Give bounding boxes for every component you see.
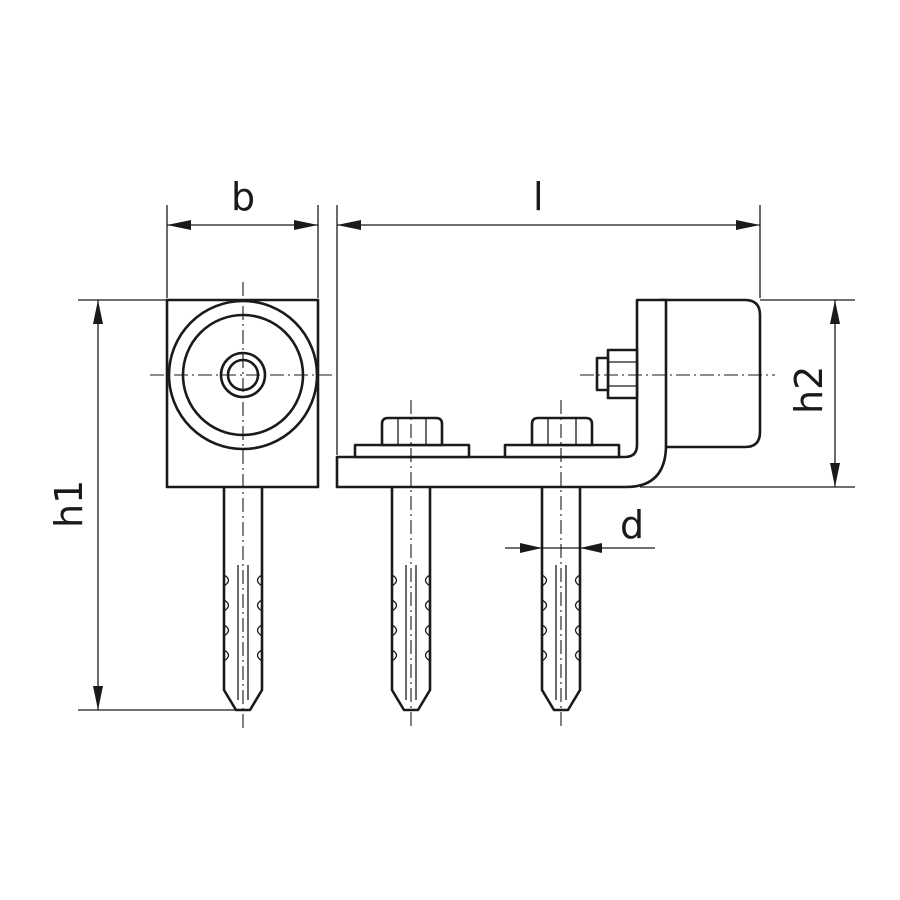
dimension-b-label: b [231,175,255,219]
dimension-d: d [505,503,655,553]
l-bracket [335,298,668,489]
dimensions: b l h1 h2 [47,175,855,711]
dimension-d-label: d [620,503,644,547]
dimension-b: b [166,175,319,298]
front-view-anchor-1 [390,485,432,712]
dimension-h1: h1 [47,299,236,711]
wheel-body [658,298,762,449]
bolt-1 [353,416,471,459]
dimension-h2-label: h2 [787,366,831,414]
front-view [335,298,775,730]
dimension-h2: h2 [640,299,855,488]
dimension-h1-label: h1 [47,480,91,528]
side-view [150,282,335,730]
dimension-l: l [336,175,761,455]
dimension-l-label: l [533,175,544,219]
front-view-anchor-2 [540,485,582,712]
axle-nut [595,348,639,400]
bolt-2 [503,416,621,459]
